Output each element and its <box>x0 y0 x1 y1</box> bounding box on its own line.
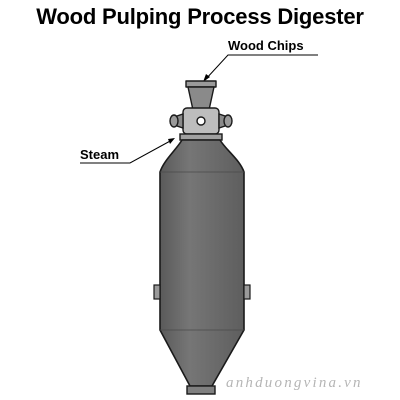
watermark-text: anhduongvina.vn <box>226 375 363 391</box>
steam-leader <box>80 139 173 164</box>
wood-chips-label: Wood Chips <box>228 38 304 53</box>
steam-arrowhead <box>168 138 175 144</box>
support-brackets <box>153 284 251 300</box>
wood-chips-leader <box>204 54 318 81</box>
vessel-seams <box>160 171 244 331</box>
top-valve <box>169 107 233 135</box>
neck-flange <box>179 133 223 141</box>
feed-hopper <box>185 80 217 111</box>
bottom-outlet <box>186 385 216 395</box>
diagram-title: Wood Pulping Process Digester <box>36 4 364 29</box>
vessel-body <box>159 139 245 387</box>
wood-chips-arrowhead <box>203 74 210 82</box>
steam-label: Steam <box>80 147 120 162</box>
